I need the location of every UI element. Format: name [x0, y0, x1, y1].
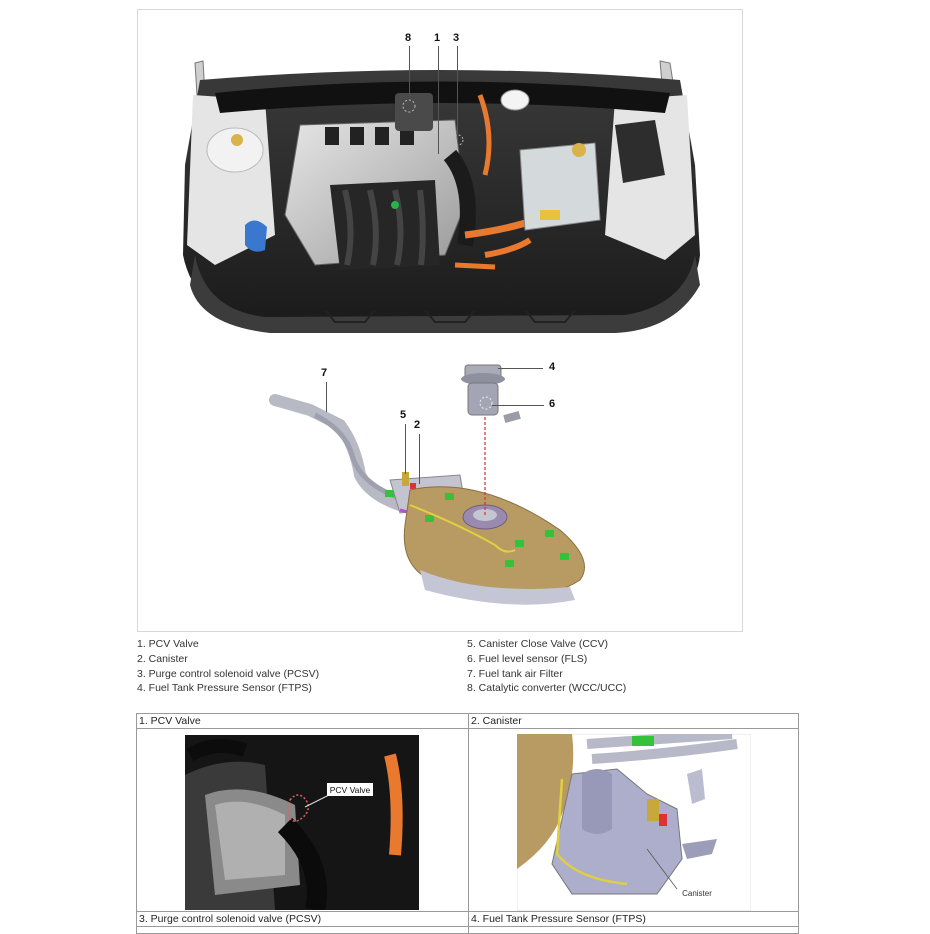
- leader-line-3: [457, 46, 458, 134]
- engine-bay-photo: [183, 60, 700, 333]
- callout-number-4: 4: [549, 361, 556, 373]
- leader-line-5: [405, 424, 406, 474]
- cell-header-canister: 2. Canister: [468, 713, 799, 729]
- legend-right: 5. Canister Close Valve (CCV) 6. Fuel le…: [467, 637, 626, 696]
- cell-header-ftps: 4. Fuel Tank Pressure Sensor (FTPS): [468, 911, 799, 927]
- table-header-row-2: 3. Purge control solenoid valve (PCSV) 4…: [136, 911, 799, 927]
- leader-line-1: [438, 46, 439, 154]
- table-image-row: PCV Valve Canister: [136, 728, 799, 912]
- callout-number-7: 7: [321, 367, 328, 379]
- leader-line-6: [492, 405, 544, 406]
- legend-item-6: 6. Fuel level sensor (FLS): [467, 652, 588, 665]
- callout-number-3: 3: [453, 32, 460, 44]
- leader-line-8: [409, 46, 410, 96]
- callout-number-2: 2: [414, 419, 421, 431]
- callout-number-5: 5: [400, 409, 407, 421]
- cell-header-pcsv: 3. Purge control solenoid valve (PCSV): [136, 911, 469, 927]
- leader-line-2: [419, 434, 420, 484]
- leader-line-7: [326, 382, 327, 412]
- canister-image-label: Canister: [682, 889, 712, 898]
- legend-item-4: 4. Fuel Tank Pressure Sensor (FTPS): [137, 682, 312, 695]
- legend-item-8: 8. Catalytic converter (WCC/UCC): [467, 682, 627, 695]
- legend-item-7: 7. Fuel tank air Filter: [467, 667, 563, 680]
- callout-number-6: 6: [549, 398, 556, 410]
- legend-item-1: 1. PCV Valve: [137, 638, 199, 650]
- pcv-valve-photo: PCV Valve: [185, 735, 419, 910]
- legend-item-2: 2. Canister: [137, 652, 188, 665]
- legend-item-3: 3. Purge control solenoid valve (PCSV): [137, 667, 320, 680]
- legend-left: 1. PCV Valve 2. Canister 3. Purge contro…: [137, 637, 319, 696]
- pcv-valve-image-label: PCV Valve: [330, 785, 371, 795]
- cell-image-pcsv: [136, 926, 469, 934]
- component-detail-table: 1. PCV Valve 2. Canister PCV Valve: [136, 713, 799, 934]
- callout-number-8: 8: [405, 32, 412, 44]
- fuel-tank-evap-diagram: [269, 364, 585, 605]
- cell-header-pcv-valve: 1. PCV Valve: [136, 713, 469, 729]
- cell-image-ftps: [468, 926, 799, 934]
- legend-item-5: 5. Canister Close Valve (CCV): [467, 638, 609, 650]
- cell-image-pcv-valve: PCV Valve: [136, 728, 469, 912]
- canister-diagram: Canister: [517, 734, 751, 911]
- cell-image-canister: Canister: [468, 728, 799, 912]
- leader-line-4: [498, 368, 543, 369]
- callout-number-1: 1: [434, 32, 441, 44]
- table-header-row: 1. PCV Valve 2. Canister: [136, 713, 799, 729]
- table-image-row-2: [136, 926, 799, 934]
